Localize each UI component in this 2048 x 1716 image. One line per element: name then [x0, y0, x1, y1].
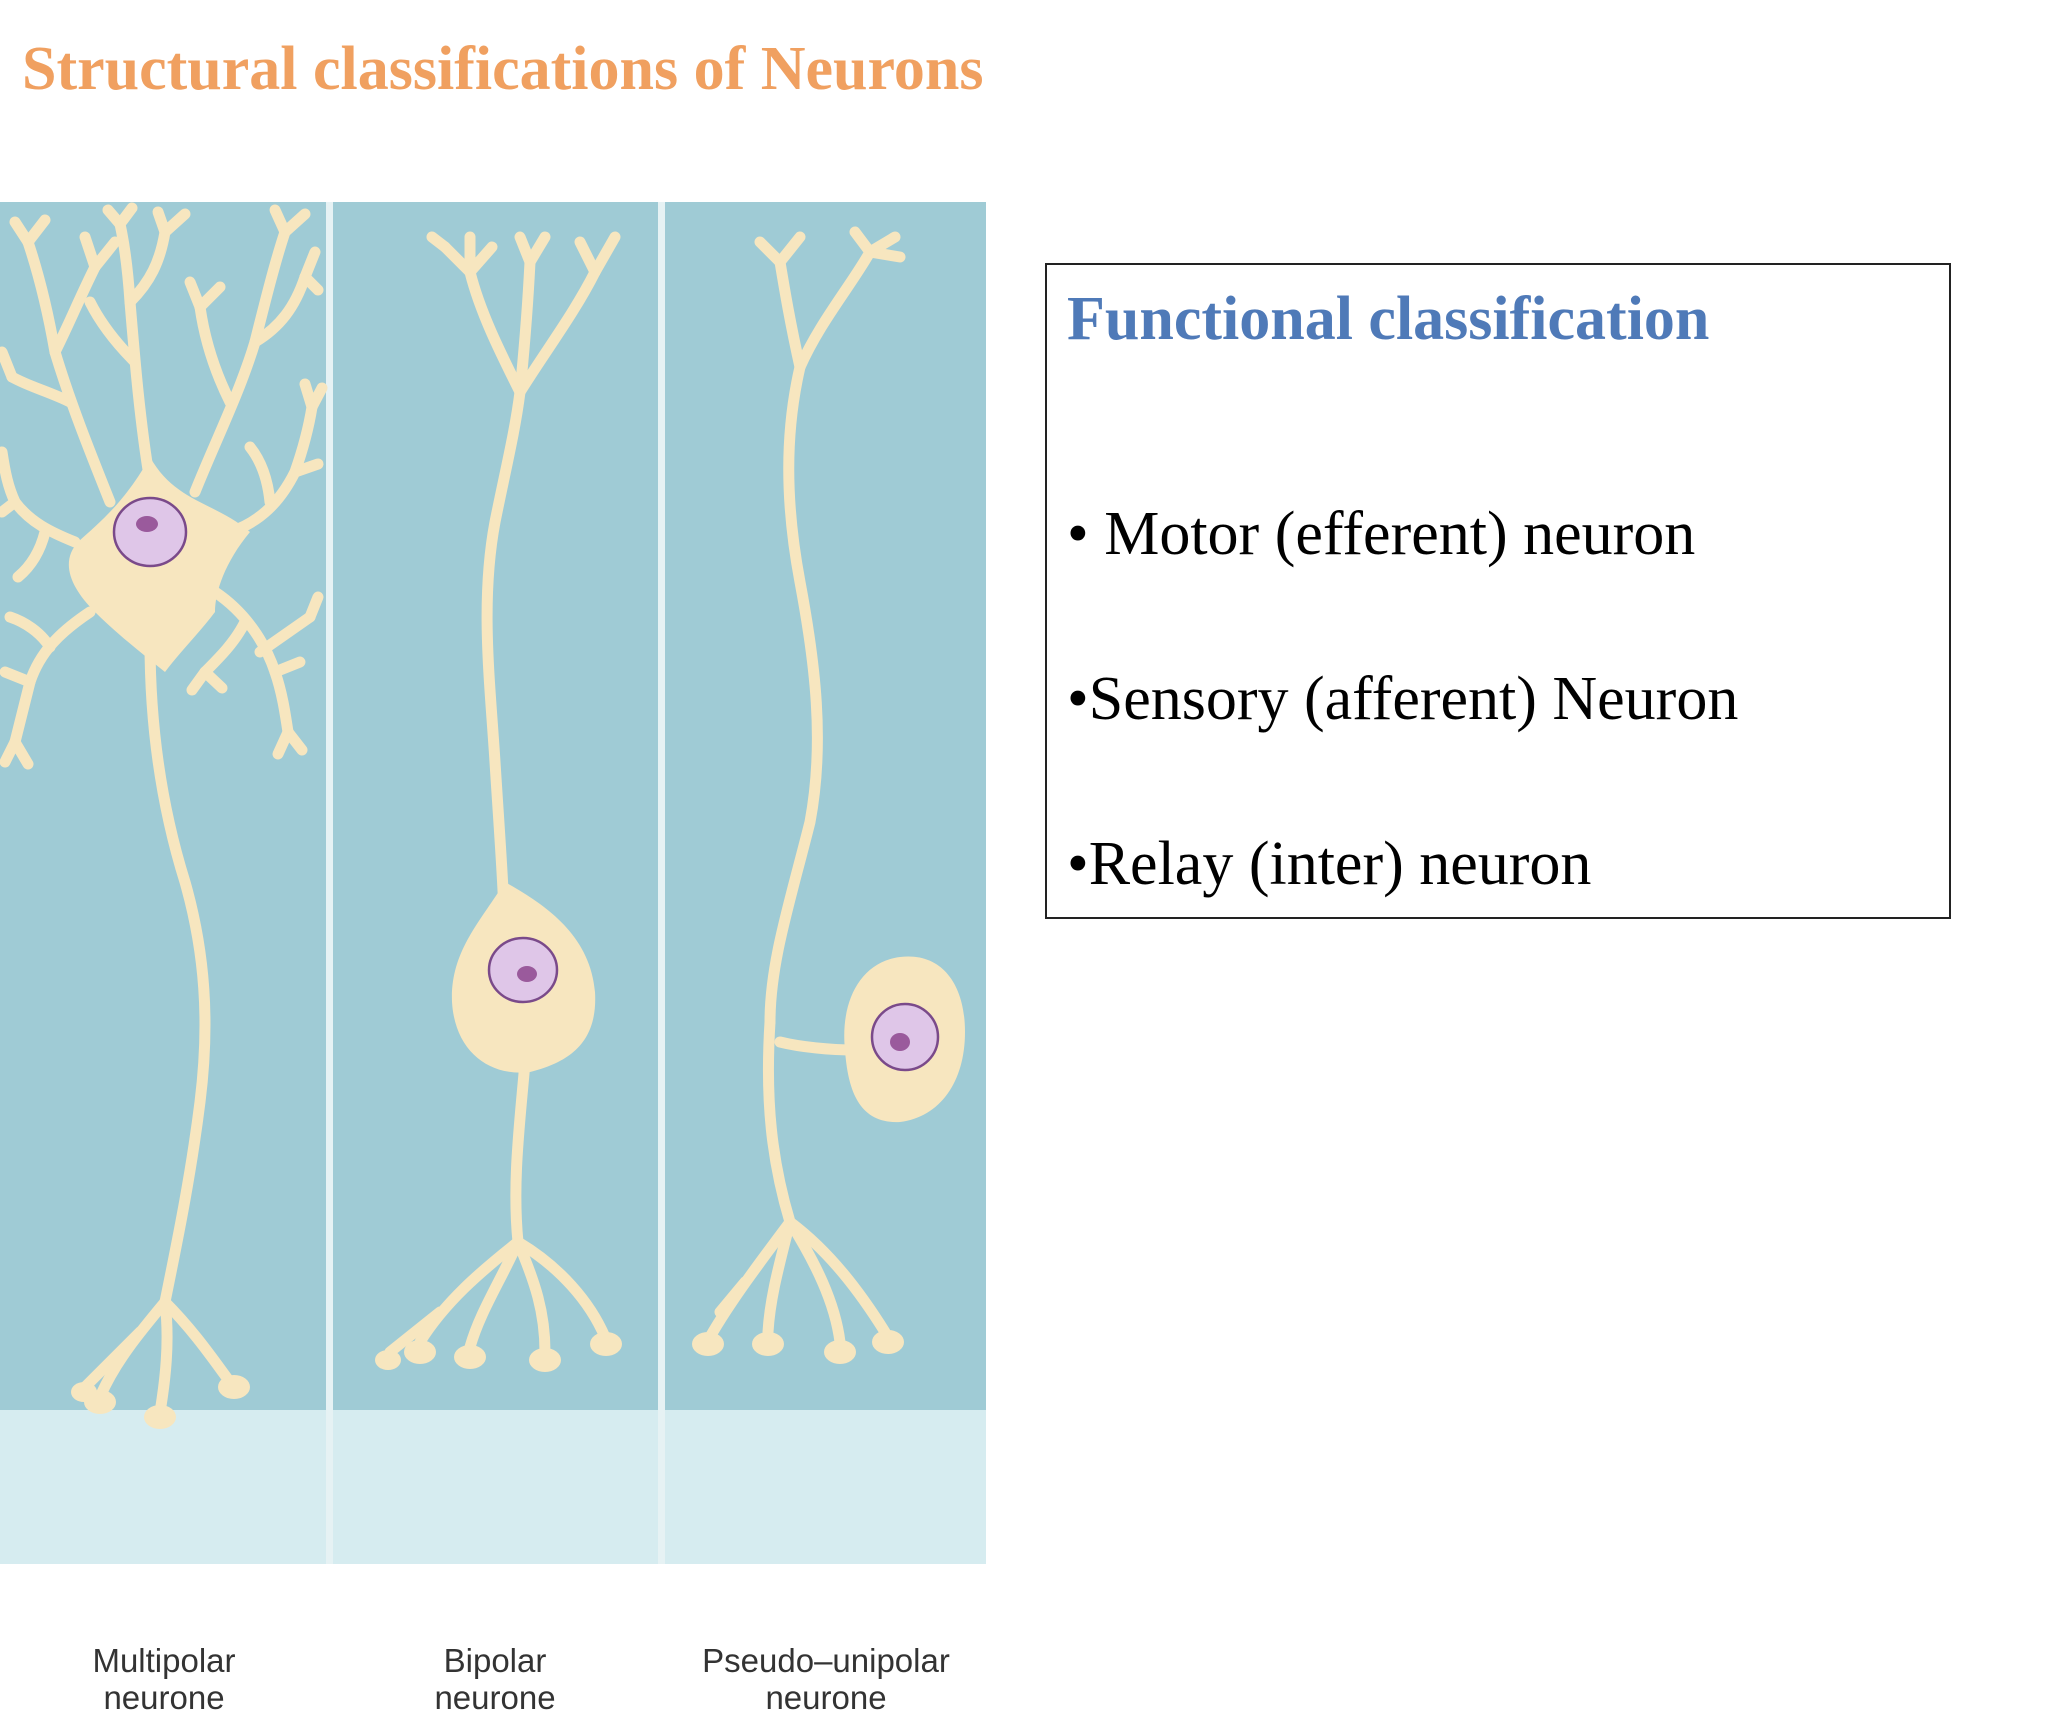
functional-classification-box: Functional classification • Motor (effer… [1045, 263, 1951, 919]
bullet-motor-neuron: • Motor (efferent) neuron [1067, 500, 1696, 568]
bullet-relay-neuron: •Relay (inter) neuron [1067, 830, 1592, 898]
multipolar-neuron [0, 202, 328, 1429]
bullet-sensory-neuron: •Sensory (afferent) Neuron [1067, 665, 1739, 733]
bipolar-processes [384, 231, 621, 1358]
pseudo-unipolar-processes [704, 226, 906, 1348]
panel-divider-2 [658, 202, 665, 1564]
caption-band [0, 1410, 986, 1564]
multipolar-label-line2: neurone [103, 1679, 225, 1716]
panel-divider-1 [326, 202, 333, 1564]
multipolar-label-line1: Multipolar [92, 1642, 236, 1679]
pseudo-unipolar-nucleolus [890, 1033, 910, 1051]
pseudo-unipolar-terminals [692, 1330, 904, 1364]
functional-classification-title: Functional classification [1067, 285, 1710, 353]
pseudo-unipolar-neuron [692, 226, 965, 1364]
neuron-types-figure: Multipolar neurone Bipolar neurone Pseud… [0, 202, 986, 1716]
bipolar-label: Bipolar neurone [331, 1642, 659, 1716]
pseudo-unipolar-label-line2: neurone [765, 1679, 887, 1716]
multipolar-processes [0, 202, 328, 1418]
multipolar-nucleus [112, 496, 188, 568]
bipolar-nucleolus [517, 966, 537, 982]
multipolar-label: Multipolar neurone [0, 1642, 328, 1716]
bipolar-label-line1: Bipolar [443, 1642, 547, 1679]
pseudo-unipolar-label: Pseudo–unipolar neurone [662, 1642, 990, 1716]
neuron-illustration [0, 202, 986, 1564]
bipolar-terminals [375, 1332, 622, 1372]
multipolar-nucleolus [136, 516, 158, 532]
bipolar-neuron [375, 231, 622, 1372]
pseudo-unipolar-label-line1: Pseudo–unipolar [702, 1642, 950, 1679]
multipolar-terminals [71, 1375, 250, 1429]
slide-title: Structural classifications of Neurons [22, 35, 984, 103]
bipolar-label-line2: neurone [434, 1679, 556, 1716]
